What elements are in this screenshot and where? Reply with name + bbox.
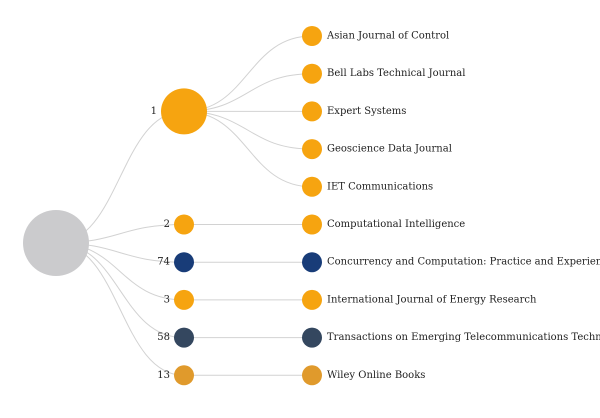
branch-node-5[interactable] (174, 365, 194, 386)
leaf-label-3-0: International Journal of Energy Research (327, 294, 537, 305)
leaf-label-0-4: IET Communications (327, 181, 433, 192)
leaf-node-0-0[interactable] (302, 26, 322, 46)
branch-label-5: 13 (157, 370, 170, 381)
leaf-label-0-3: Geoscience Data Journal (327, 144, 452, 155)
leaf-node-0-3[interactable] (302, 139, 322, 160)
branch-label-0: 1 (151, 106, 157, 117)
branch-node-4[interactable] (174, 327, 194, 348)
branch-node-0[interactable] (161, 88, 207, 135)
branch-label-2: 74 (157, 257, 170, 268)
root-node[interactable] (23, 210, 89, 276)
leaf-node-0-1[interactable] (302, 63, 322, 84)
leaf-label-2-0: Concurrency and Computation: Practice an… (327, 257, 600, 268)
leaf-label-0-2: Expert Systems (327, 106, 406, 117)
leaf-node-3-0[interactable] (302, 289, 322, 310)
leaf-label-5-0: Wiley Online Books (327, 370, 425, 381)
branch-node-1[interactable] (174, 214, 194, 235)
leaf-node-0-4[interactable] (302, 176, 322, 197)
branch-label-1: 2 (164, 219, 170, 230)
leaf-label-4-0: Transactions on Emerging Telecommunicati… (327, 332, 600, 343)
leaf-node-5-0[interactable] (302, 365, 322, 386)
branch-node-2[interactable] (174, 252, 194, 273)
leaf-node-0-2[interactable] (302, 101, 322, 122)
branch-node-3[interactable] (174, 289, 194, 310)
leaf-label-0-0: Asian Journal of Control (326, 31, 449, 42)
leaf-node-1-0[interactable] (302, 214, 322, 235)
tree-links (55, 35, 313, 376)
leaf-label-0-1: Bell Labs Technical Journal (327, 68, 465, 79)
leaf-label-1-0: Computational Intelligence (327, 219, 465, 230)
branch-label-3: 3 (164, 294, 170, 305)
leaf-node-2-0[interactable] (302, 252, 322, 273)
leaf-node-4-0[interactable] (302, 327, 322, 348)
branch-label-4: 58 (157, 332, 170, 343)
